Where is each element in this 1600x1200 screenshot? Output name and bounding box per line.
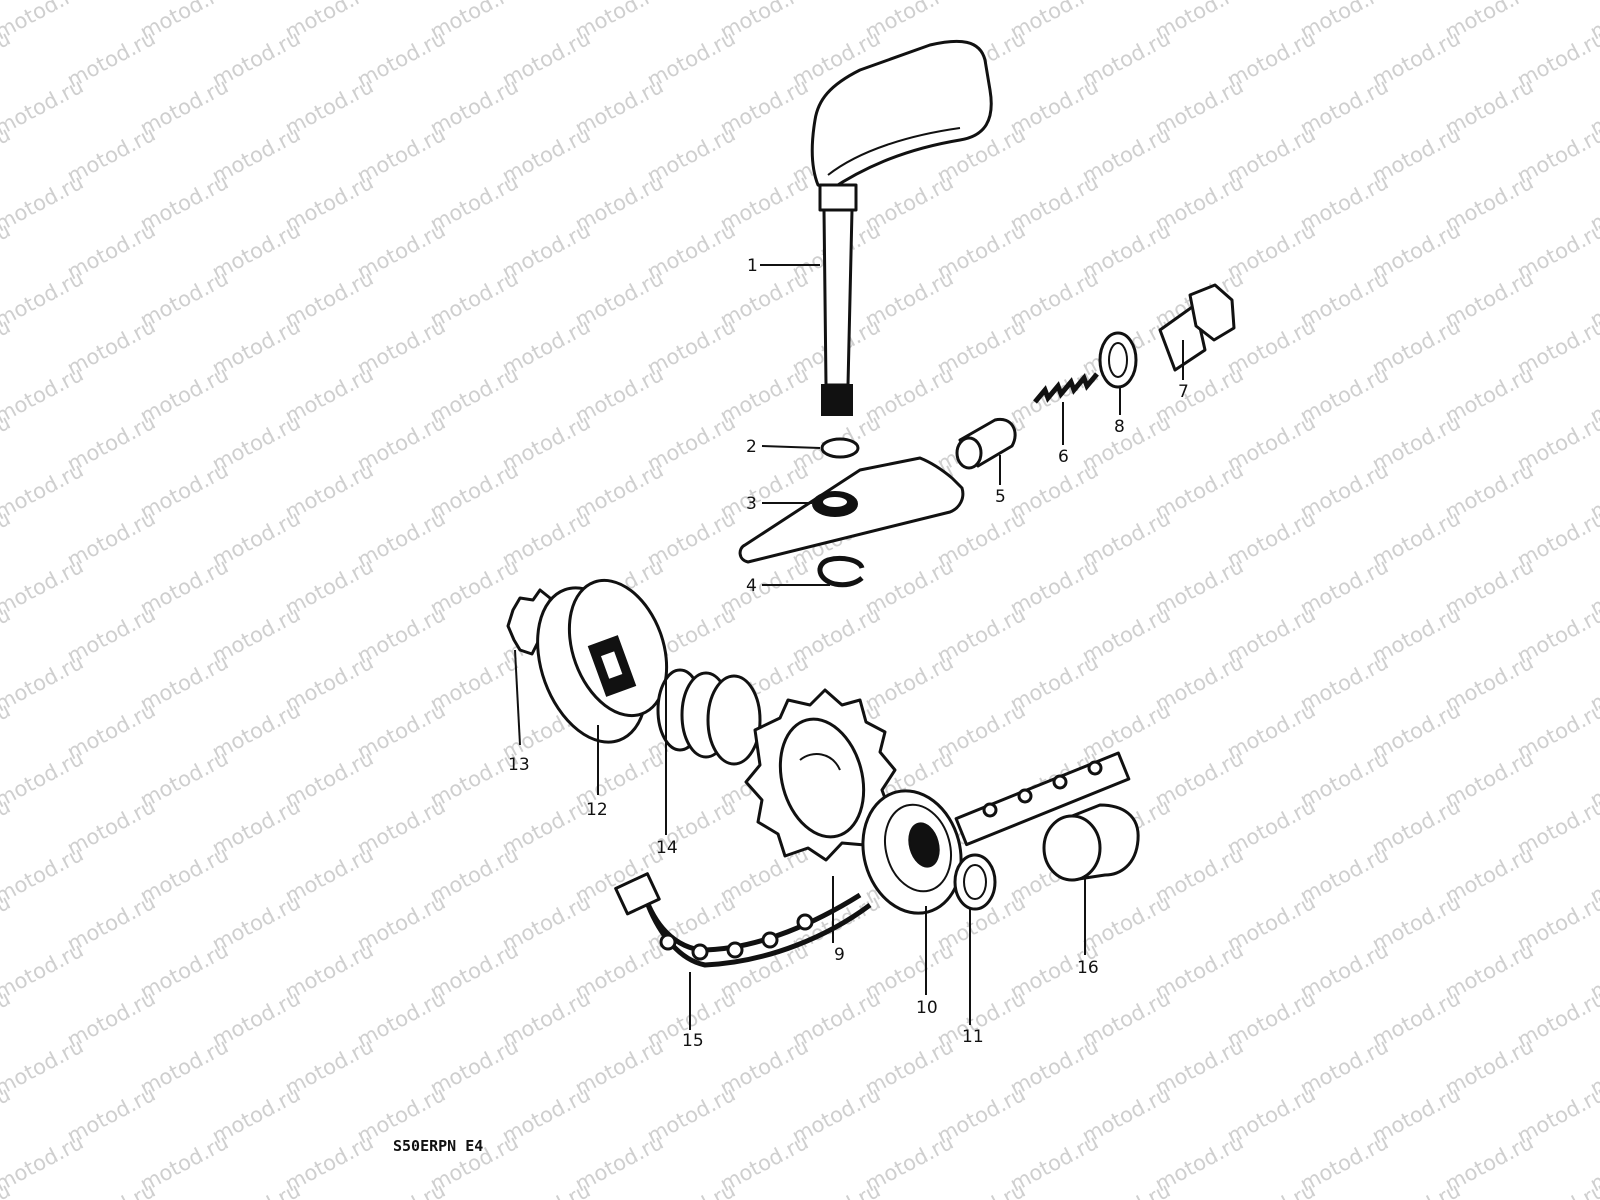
callout-11: 11 xyxy=(962,1027,984,1047)
watermark-text: motod.ru xyxy=(1513,1178,1600,1200)
watermark-text: motod.ru xyxy=(498,1178,594,1200)
callout-10: 10 xyxy=(916,998,938,1018)
watermark-text: motod.ru xyxy=(0,170,87,236)
coil-spring-icon xyxy=(656,668,762,766)
shaft-ring-icon xyxy=(820,437,860,459)
drive-chain-icon xyxy=(614,751,1131,968)
callout-13: 13 xyxy=(508,755,530,775)
watermark-text: motod.ru xyxy=(0,74,87,140)
watermark-text: motod.ru xyxy=(0,650,87,716)
callout-1: 1 xyxy=(747,256,758,276)
diagram-code: S50ERPN E4 xyxy=(393,1137,483,1155)
callout-8: 8 xyxy=(1114,417,1125,437)
watermark-text: motod.ru xyxy=(0,362,87,428)
spring-icon xyxy=(1033,372,1099,404)
watermark-text: motod.ru xyxy=(0,554,87,620)
kick-starter-lever-icon xyxy=(810,39,993,416)
callout-16: 16 xyxy=(1077,958,1099,978)
callout-3: 3 xyxy=(746,494,757,514)
bolt-icon xyxy=(1158,283,1236,372)
leader-lines xyxy=(514,264,1184,1030)
oil-seal-icon xyxy=(953,853,997,911)
watermark-text: motod.ru xyxy=(0,746,87,812)
washer-icon xyxy=(1098,331,1138,389)
stopper-plate-icon xyxy=(738,456,965,564)
watermark-text: motod.ru xyxy=(1368,1178,1464,1200)
watermark-text: motod.ru xyxy=(0,938,87,1004)
bearing-icon xyxy=(861,789,963,915)
watermark-text: motod.ru xyxy=(0,842,87,908)
watermark-text: motod.ru xyxy=(208,1178,304,1200)
watermark-text: motod.ru xyxy=(353,1178,449,1200)
callout-14: 14 xyxy=(656,838,678,858)
watermark-text: motod.ru xyxy=(0,0,87,44)
callout-9: 9 xyxy=(834,945,845,965)
watermark-text: motod.ru xyxy=(643,1178,739,1200)
watermark-text: motod.ru xyxy=(0,1130,87,1196)
callout-12: 12 xyxy=(586,800,608,820)
callout-5: 5 xyxy=(995,487,1006,507)
callout-15: 15 xyxy=(682,1031,704,1051)
callout-7: 7 xyxy=(1178,382,1189,402)
clutch-hub-icon xyxy=(536,578,669,744)
watermark-text: motod.ru xyxy=(1223,1178,1319,1200)
cap-icon xyxy=(955,417,1017,470)
watermark-text: motod.ru xyxy=(933,1178,1029,1200)
callout-2: 2 xyxy=(746,437,757,457)
watermark-text: motod.ru xyxy=(63,1178,159,1200)
callout-6: 6 xyxy=(1058,447,1069,467)
callout-labels: 1 2 3 4 5 6 7 8 9 10 11 12 13 14 15 16 xyxy=(508,256,1189,1051)
circlip-icon xyxy=(817,555,865,588)
watermark-text: motod.ru xyxy=(788,1178,884,1200)
watermark-text: motod.ru xyxy=(1078,1178,1174,1200)
watermark-text: motod.ru xyxy=(0,1034,87,1100)
collar-icon xyxy=(1042,803,1140,882)
watermark-text: motod.ru xyxy=(0,458,87,524)
watermark-text: motod.ru xyxy=(0,266,87,332)
callout-4: 4 xyxy=(746,576,757,596)
